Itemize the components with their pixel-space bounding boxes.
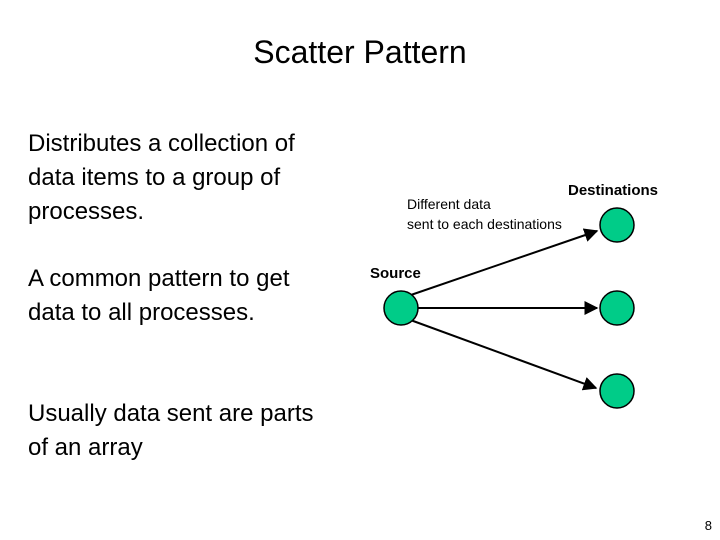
arrow-to-top-destination: [404, 228, 599, 298]
annotation-line-1: Different data: [407, 196, 491, 212]
slide-title: Scatter Pattern: [253, 34, 467, 70]
source-node: [383, 290, 419, 326]
arrow-to-bottom-destination: [404, 317, 598, 391]
destinations-label: Destinations: [568, 182, 658, 199]
destination-node-bottom: [599, 373, 635, 409]
source-label: Source: [370, 265, 421, 282]
page-number: 8: [704, 518, 712, 533]
bullet-text-array-parts: Usually data sent are parts of an array: [28, 400, 314, 461]
destination-node-top: [599, 207, 635, 243]
bullet-text-distributes: Distributes a collection of data items t…: [28, 130, 295, 225]
destination-node-middle: [599, 290, 635, 326]
bullet-text-common-pattern: A common pattern to get data to all proc…: [28, 265, 290, 326]
annotation-line-2: sent to each destinations: [407, 216, 562, 232]
